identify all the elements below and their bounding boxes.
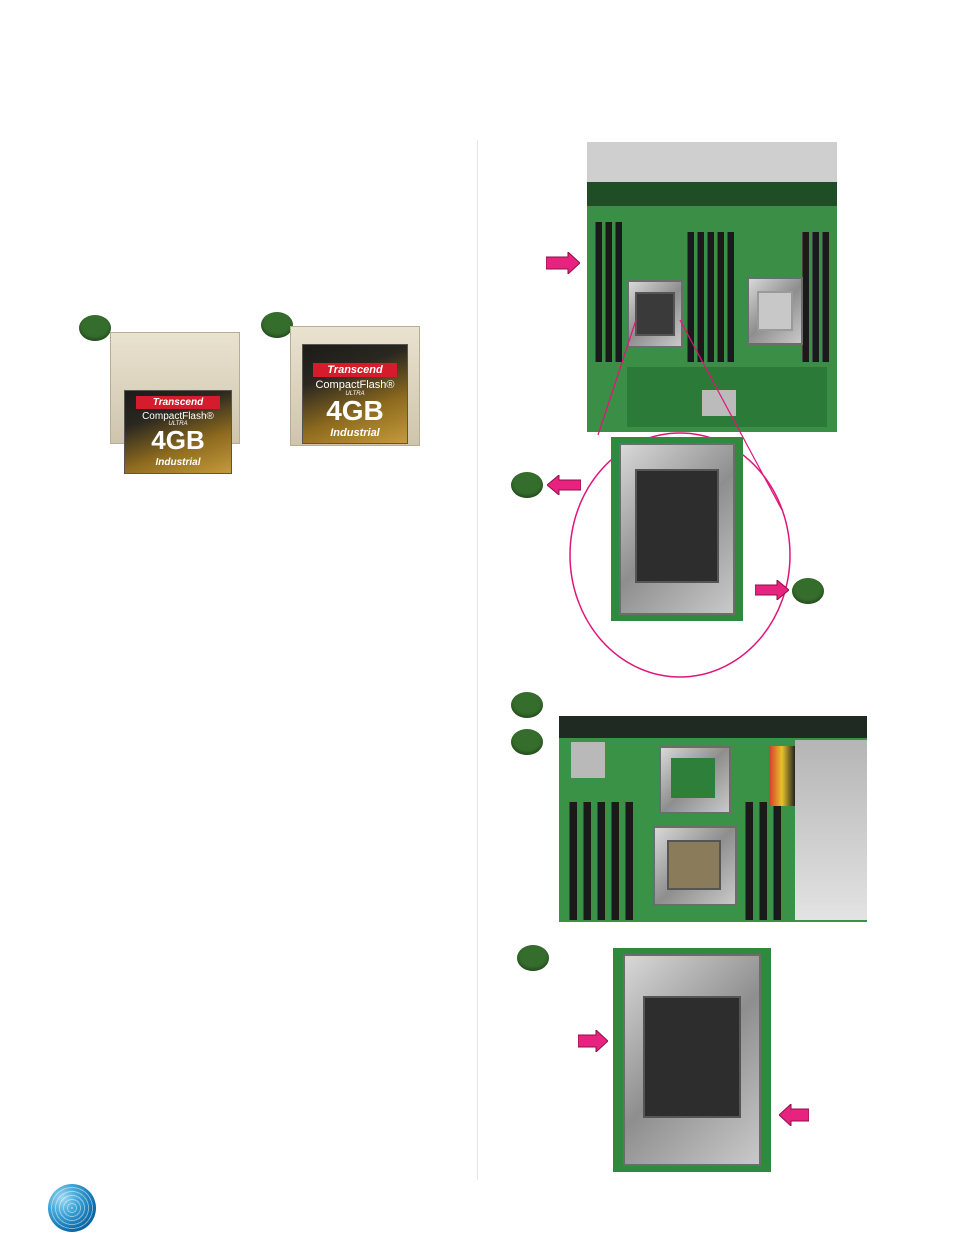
socket-lid-open	[659, 746, 731, 814]
cf-brand-label: Transcend	[135, 396, 221, 409]
pink-arrow-icon	[755, 580, 789, 600]
cable-area	[587, 182, 837, 206]
socket-load-plate	[623, 954, 761, 1166]
zoom-circle	[569, 432, 791, 678]
cable-bundle	[769, 746, 795, 806]
pink-arrow-icon	[779, 1104, 809, 1126]
cf-card-image-1: Transcend CompactFlash® ULTRA 4GB Indust…	[110, 332, 240, 474]
chassis-top-edge	[587, 142, 837, 182]
step-badge-cf-2	[261, 312, 293, 338]
motherboard-overview-photo	[587, 142, 837, 432]
pink-arrow-icon	[547, 475, 581, 495]
cf-card: Transcend CompactFlash® ULTRA 4GB Indust…	[302, 344, 408, 444]
cf-card-image-2: Transcend CompactFlash® ULTRA 4GB Indust…	[290, 326, 420, 448]
cpu-socket-right	[747, 277, 803, 345]
column-divider	[477, 140, 478, 1180]
power-supply	[795, 740, 867, 920]
zoom-callout	[569, 319, 791, 678]
socket-closed-photo	[613, 948, 771, 1172]
step-badge-zoom-1	[511, 472, 543, 498]
cf-capacity-label: 4GB	[151, 425, 205, 455]
cf-tier-label: ULTRA	[168, 421, 188, 427]
cf-product-label: CompactFlash®	[142, 411, 214, 422]
step-badge-open-2	[511, 729, 543, 755]
step-badge-zoom-2	[792, 578, 824, 604]
chassis-edge	[559, 716, 867, 738]
pink-arrow-icon	[578, 1030, 608, 1052]
socket-closeup-photo	[611, 437, 743, 621]
globe-logo-icon	[48, 1184, 96, 1232]
heatsink	[702, 390, 736, 416]
step-badge-closed	[517, 945, 549, 971]
socket-load-plate	[619, 443, 735, 615]
socket-base	[653, 826, 737, 906]
socket-open-photo	[559, 716, 867, 922]
heatsink	[571, 742, 605, 778]
cpu-socket-left	[627, 280, 683, 348]
cf-product-label: CompactFlash®	[315, 379, 395, 391]
cf-tier-label: ULTRA	[345, 391, 365, 397]
cf-grade-label: Industrial	[330, 427, 380, 439]
cf-capacity-label: 4GB	[326, 395, 384, 426]
cf-card: Transcend CompactFlash® ULTRA 4GB Indust…	[124, 390, 232, 474]
cf-grade-label: Industrial	[155, 457, 201, 468]
step-badge-cf-1	[79, 315, 111, 341]
pink-arrow-icon	[546, 252, 580, 274]
cf-brand-label: Transcend	[313, 363, 397, 377]
zoom-line-left	[597, 319, 637, 436]
step-badge-open-1	[511, 692, 543, 718]
